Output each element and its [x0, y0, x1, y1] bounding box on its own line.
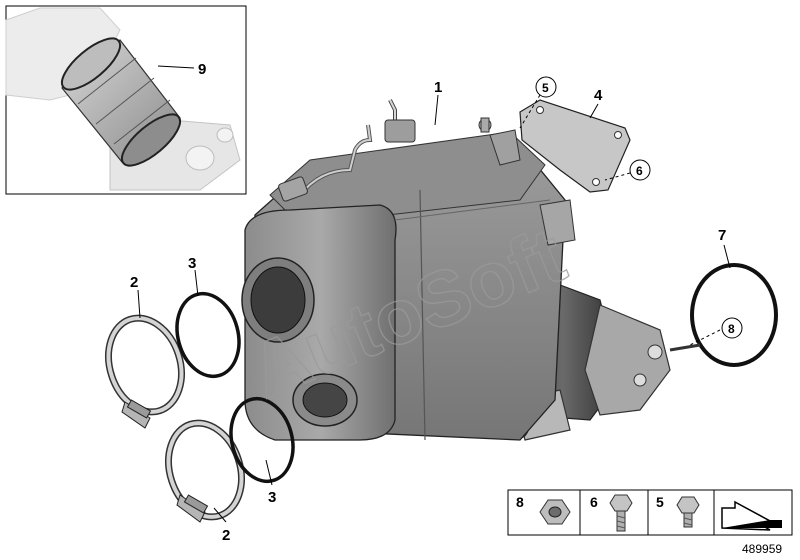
callout-6: 6 [636, 164, 643, 178]
v-band-clamp-upper[interactable] [97, 309, 193, 429]
gasket-lower[interactable] [222, 392, 302, 489]
fastener-legend: 8 6 5 [507, 489, 793, 536]
callout-2-lower: 2 [222, 527, 230, 544]
diagram-reference-number: 489959 [742, 542, 782, 556]
legend-number-nut: 8 [516, 494, 524, 510]
mounting-bracket[interactable] [519, 99, 631, 193]
callout-4: 4 [594, 87, 603, 104]
callout-2-upper: 2 [130, 274, 138, 291]
arrow-pointer-icon [721, 500, 782, 531]
callout-3-upper: 3 [188, 255, 196, 272]
inset-detail-panel [5, 5, 247, 195]
callout-8: 8 [728, 322, 735, 336]
callout-3-lower: 3 [268, 489, 276, 506]
flange-bolt-icon [609, 494, 633, 532]
callout-9: 9 [198, 61, 206, 78]
leader-lines [137, 65, 731, 523]
callout-1: 1 [434, 79, 442, 96]
hex-nut-icon [539, 499, 571, 525]
connecting-sleeve[interactable] [54, 30, 187, 174]
diesel-particulate-filter[interactable] [241, 99, 671, 441]
callout-labels: 1 2 3 3 2 4 7 9 5 6 8 [130, 61, 743, 544]
sealing-ring[interactable] [690, 263, 778, 367]
flange-stud [669, 343, 701, 352]
hex-bolt-icon [676, 496, 700, 528]
gasket-upper[interactable] [168, 287, 248, 384]
legend-number-flange-bolt: 6 [590, 494, 598, 510]
legend-number-hex-bolt: 5 [656, 494, 664, 510]
callout-7: 7 [718, 227, 726, 244]
v-band-clamp-lower[interactable] [157, 414, 253, 527]
callout-5: 5 [542, 81, 549, 95]
